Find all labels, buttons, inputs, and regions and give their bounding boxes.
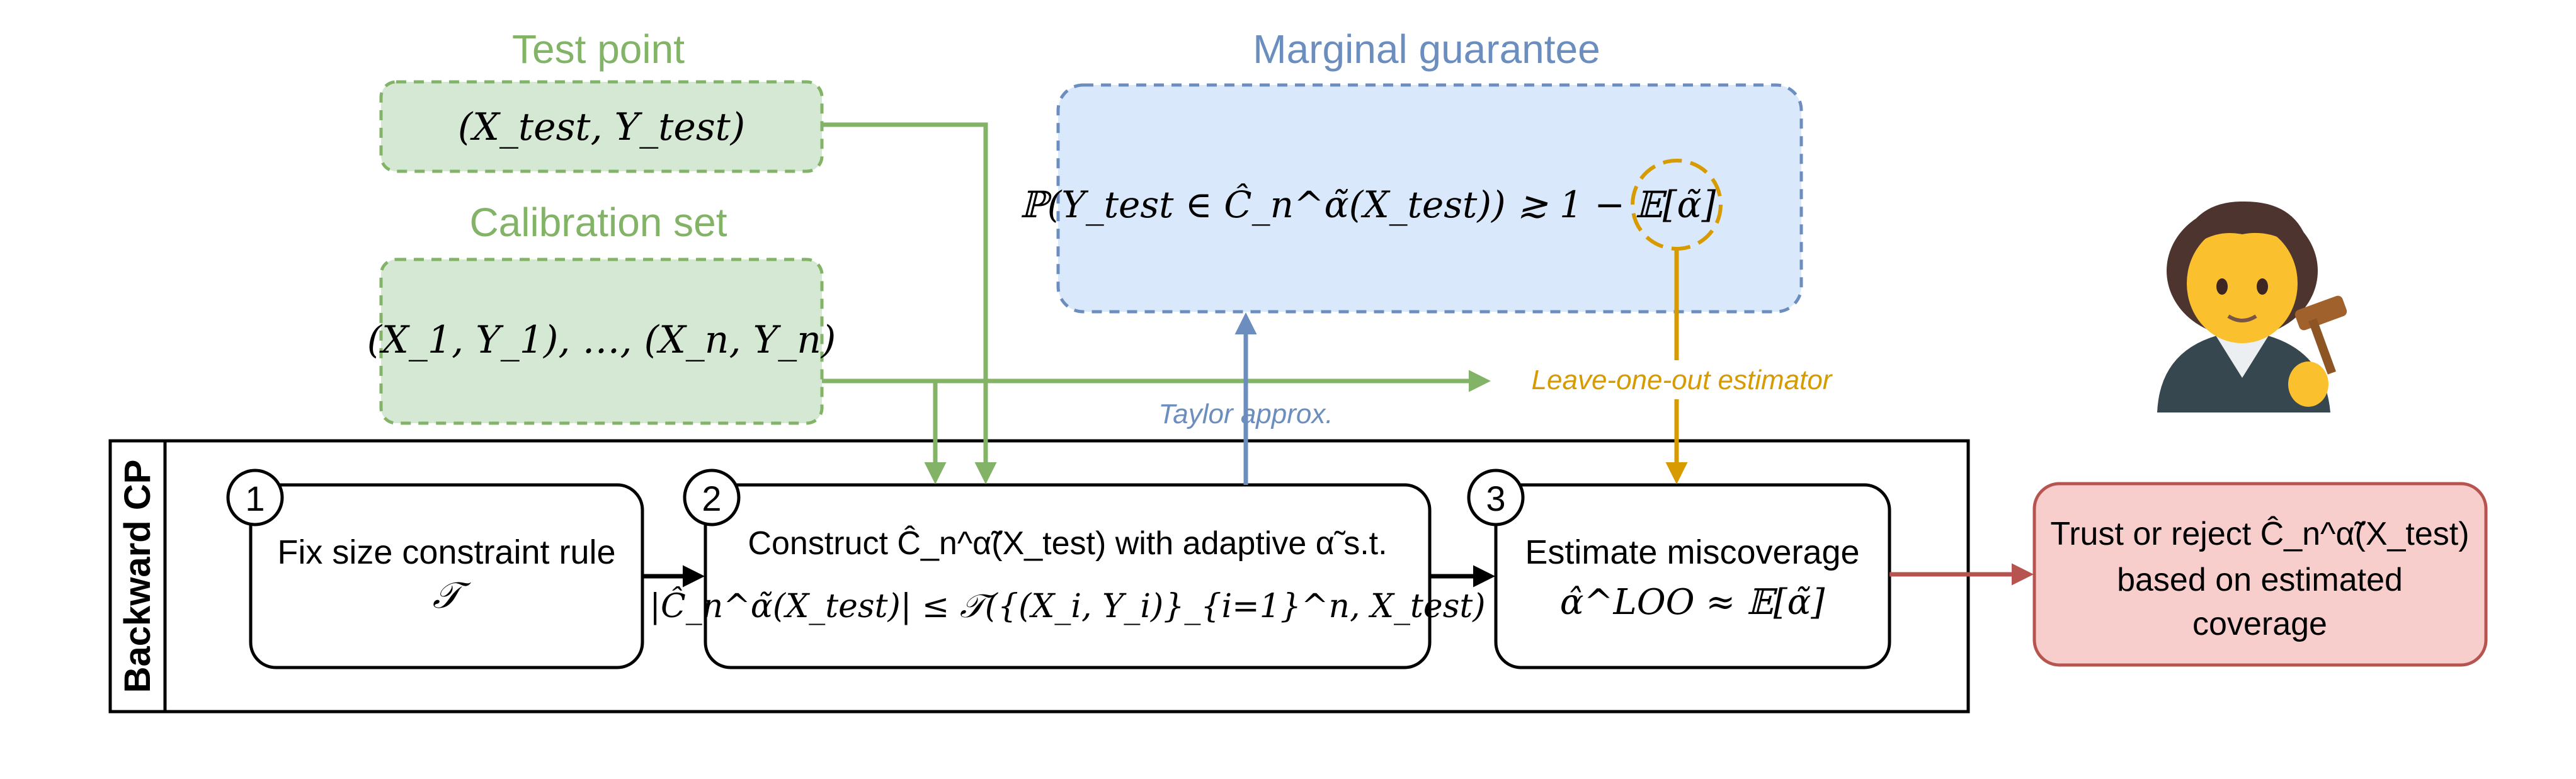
calibration-title: Calibration set (469, 200, 727, 245)
step-3-number: 3 (1486, 479, 1505, 518)
calibration-box (379, 258, 824, 425)
step-1-badge (226, 469, 284, 526)
calibration-math: (X_1, Y_1), …, (X_n, Y_n) (367, 318, 836, 362)
guarantee-expectation: 𝔼[α̃] (1635, 183, 1716, 226)
loo-label-background (1512, 360, 1852, 399)
guarantee-box (1056, 83, 1803, 314)
backward-cp-label: Backward CP (117, 460, 158, 693)
loo-label: Leave-one-out estimator (1532, 365, 1833, 395)
test-point-math: (X_test, Y_test) (458, 105, 745, 149)
arrow-testpoint-to-step2 (822, 122, 997, 484)
output-line3: coverage (2192, 606, 2327, 642)
step-3-line1: Estimate miscoverage (1525, 533, 1859, 571)
step-1-number: 1 (245, 479, 265, 518)
step-3-box (1494, 483, 1891, 669)
step-1-line1: Fix size constraint rule (277, 533, 615, 571)
step-3-badge (1467, 469, 1525, 526)
step-2-line1: Construct Ĉ_n^α̃(X_test) with adaptive α… (748, 525, 1387, 562)
step-2-number: 2 (702, 479, 721, 518)
step-2-badge (683, 469, 741, 526)
test-point-title: Test point (512, 26, 685, 72)
taylor-label: Taylor approx. (1158, 399, 1333, 429)
output-box (2032, 482, 2488, 667)
arrow-calibration-to-step2 (822, 378, 947, 484)
step-3-line2: α̂^LOO ≈ 𝔼[α̃] (1560, 582, 1825, 623)
guarantee-math: ℙ(Y_test ∈ Ĉ_n^α̃(X_test)) ≳ 1 − (1020, 183, 1625, 226)
guarantee-title: Marginal guarantee (1253, 26, 1600, 72)
step-2-box (704, 483, 1432, 669)
output-line1: Trust or reject Ĉ_n^α̃(X_test) (2050, 516, 2469, 552)
step-2-line2: |Ĉ_n^α̃(X_test)| ≤ 𝒯({(X_i, Y_i)}_{i=1}^… (649, 586, 1485, 625)
judge-emoji-icon (2157, 201, 2347, 412)
output-line2: based on estimated (2117, 562, 2403, 598)
